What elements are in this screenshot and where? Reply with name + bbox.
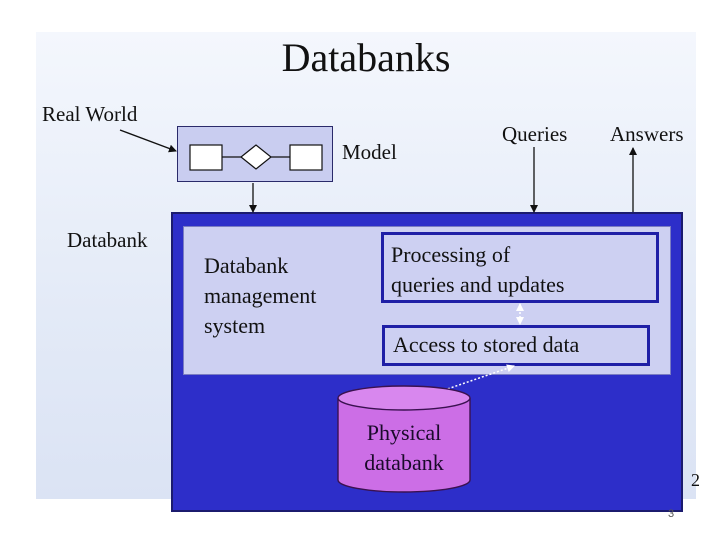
physical-databank-label: Physical databank [335,418,473,478]
processing-box [381,232,659,303]
physical-line-1: Physical [366,420,442,445]
processing-line-1: Processing of [391,242,511,267]
databank-label: Databank [67,228,148,252]
dbms-line-2: management [204,283,317,308]
queries-label: Queries [502,122,568,146]
real-world-arrow [119,129,177,153]
processing-line-2: queries and updates [391,272,565,297]
dbms-label: Databank management system [204,251,316,341]
physical-line-2: databank [364,450,444,475]
access-box [382,325,650,366]
physical-databank-cylinder-icon [337,385,471,493]
page-number: 3 [668,508,675,520]
slide: Databanks Real World Model Queries Answe… [36,32,700,512]
entity-right-icon [289,144,323,171]
entity-left-icon [189,144,223,171]
dbms-line-3: system [204,313,266,338]
model-label: Model [342,140,397,164]
dbms-line-1: Databank [204,253,289,278]
real-world-label: Real World [42,102,138,126]
diagram-graphics [119,129,637,493]
access-label: Access to stored data [393,332,580,357]
relationship-diamond-icon [240,144,272,170]
slide-title: Databanks [281,35,451,80]
stray-character: 2 [691,470,700,490]
answers-label: Answers [610,122,684,146]
processing-label: Processing of queries and updates [391,240,565,300]
